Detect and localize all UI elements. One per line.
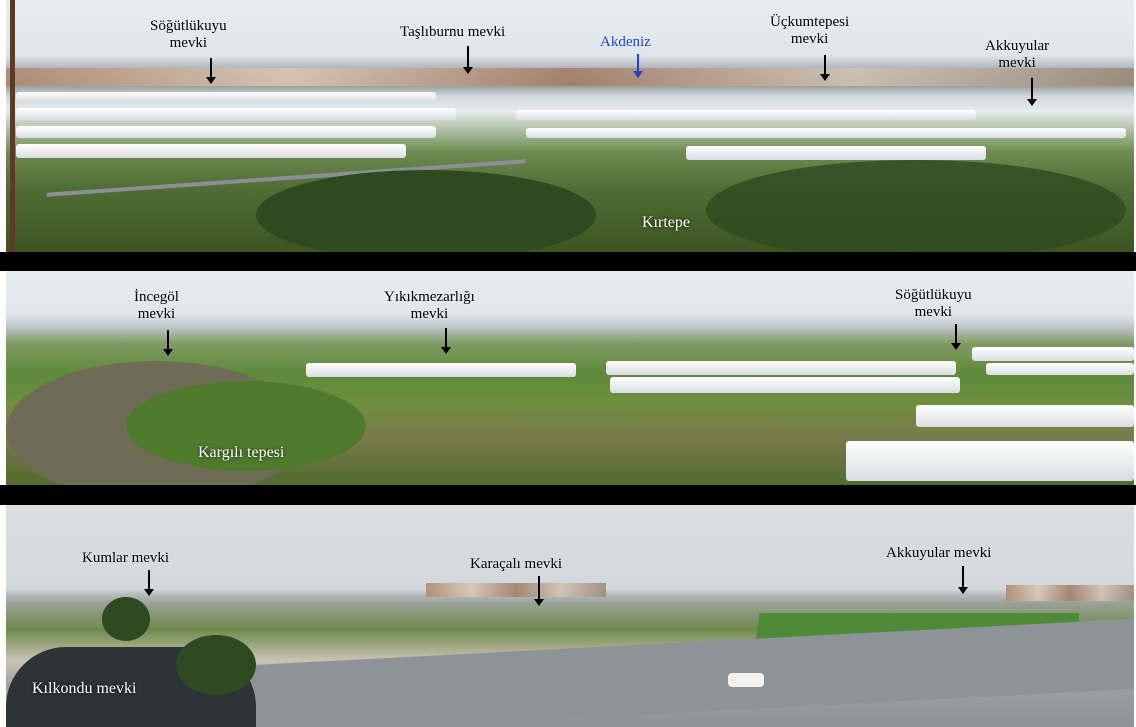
tree	[176, 635, 256, 695]
shrubs	[256, 170, 596, 252]
panorama-top	[6, 0, 1134, 252]
label-kumlar: Kumlar mevki	[82, 550, 170, 566]
greenhouse-row	[606, 361, 956, 375]
car	[728, 673, 764, 687]
arrow-icon	[206, 58, 216, 84]
greenhouse-row	[16, 92, 436, 102]
greenhouse-row	[686, 146, 986, 160]
greenhouse-row	[526, 128, 1126, 138]
greenhouse-row	[846, 441, 1134, 481]
separator	[0, 252, 1136, 271]
shrubs	[706, 160, 1126, 252]
greenhouse-row	[16, 126, 436, 138]
greenhouse-row	[16, 144, 406, 158]
arrow-icon	[144, 570, 154, 596]
arrow-icon	[163, 330, 173, 356]
arrow-icon	[820, 55, 830, 81]
greenhouse-row	[916, 405, 1134, 427]
place-kargili-tepesi: Kargılı tepesi	[198, 444, 285, 461]
panorama-middle	[6, 271, 1134, 485]
arrow-icon	[958, 566, 968, 594]
arrow-icon	[534, 576, 544, 606]
greenhouse-row	[972, 347, 1134, 361]
label-akkuyular-bottom: Akkuyular mevki	[886, 545, 992, 561]
label-karacali: Karaçalı mevki	[470, 556, 563, 572]
buildings	[426, 583, 606, 597]
buildings	[1006, 585, 1134, 601]
arrow-icon	[463, 46, 473, 74]
town-skyline	[6, 68, 1134, 86]
arrow-icon	[633, 54, 643, 78]
place-kirtepe: Kırtepe	[642, 214, 690, 231]
pole	[10, 0, 15, 252]
greenhouse-row	[16, 108, 456, 120]
label-akdeniz: Akdeniz	[600, 34, 651, 50]
greenhouse-row	[306, 363, 576, 377]
arrow-icon	[1027, 78, 1037, 106]
greenhouse-row	[986, 363, 1134, 375]
arrow-icon	[951, 324, 961, 350]
greenhouse-row	[516, 110, 976, 120]
shrubs	[126, 381, 366, 471]
separator	[0, 485, 1136, 505]
road	[134, 618, 1134, 727]
panorama-bottom	[6, 505, 1134, 727]
arrow-icon	[441, 328, 451, 354]
place-kilkondu: Kılkondu mevki	[32, 680, 137, 697]
label-taslburnu: Taşlıburnu mevki	[400, 24, 506, 40]
greenhouse-row	[610, 377, 960, 393]
tree	[102, 597, 150, 641]
